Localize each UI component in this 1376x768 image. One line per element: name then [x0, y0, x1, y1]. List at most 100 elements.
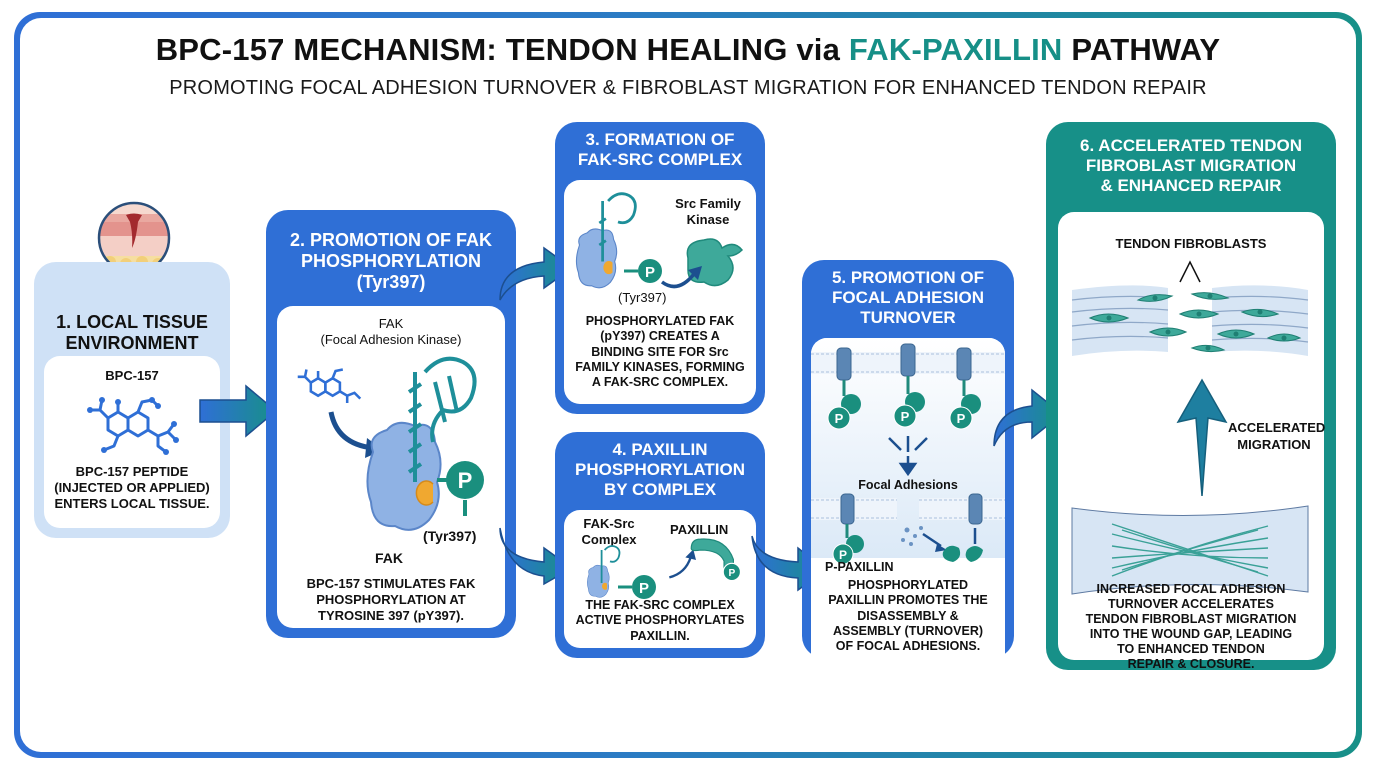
- p-paxillin-label: P-PAXILLIN: [825, 560, 894, 574]
- step-1-title: 1. LOCAL TISSUE ENVIRONMENT: [34, 312, 230, 354]
- desc-line: TYROSINE 397 (pY397).: [318, 607, 464, 623]
- step-1-title-line: 1. LOCAL TISSUE: [56, 312, 208, 332]
- desc-line: PAXILLIN PROMOTES THE: [828, 593, 988, 608]
- svg-text:P: P: [901, 409, 910, 424]
- step-3-title: 3. FORMATION OF FAK-SRC COMPLEX: [555, 130, 765, 170]
- step-4-body: FAK-Src Complex PAXILLIN P P THE F: [564, 510, 756, 648]
- fak-protein-label: FAK: [375, 550, 403, 566]
- step-1-body: BPC-157 BPC-157 PEPTIDE (INJECTED OR APP…: [44, 356, 220, 528]
- svg-text:P: P: [835, 411, 844, 426]
- step-5-title-line: FOCAL ADHESION: [831, 288, 985, 308]
- desc-line: ACTIVE PHOSPHORYLATES: [575, 613, 745, 628]
- desc-line: DISASSEMBLY &: [857, 608, 959, 623]
- step-5-title-line: 5. PROMOTION OF: [831, 268, 985, 287]
- step-5-title: 5. PROMOTION OF FOCAL ADHESION TURNOVER: [802, 268, 1014, 328]
- migration-label-line: ACCELERATED: [1228, 420, 1326, 435]
- step-5-title-line: TURNOVER: [860, 308, 956, 328]
- phosphate-icon: P: [437, 461, 484, 516]
- title-part-1: BPC-157 MECHANISM: TENDON HEALING via: [155, 32, 849, 67]
- fak-full-label: (Focal Adhesion Kinase): [320, 332, 462, 348]
- tendon-fibroblasts-label: TENDON FIBROBLASTS: [1115, 236, 1267, 251]
- paxillin-label: PAXILLIN: [670, 522, 729, 537]
- desc-line: (pY397) CREATES A: [600, 329, 720, 344]
- bpc157-label: BPC-157: [105, 368, 159, 383]
- step-4-title: 4. PAXILLIN PHOSPHORYLATION BY COMPLEX: [555, 440, 765, 500]
- arrow-step1-to-step2: [199, 384, 278, 438]
- step-2-description: BPC-157 STIMULATES FAK PHOSPHORYLATION A…: [277, 576, 505, 624]
- complex-label-line: FAK-Src: [583, 516, 635, 531]
- step-4-title-line: BY COMPLEX: [603, 480, 717, 500]
- step-2-title-line: (Tyr397): [356, 272, 426, 293]
- step-2-body: FAK (Focal Adhesion Kinase): [277, 306, 505, 628]
- up-arrow-icon: [1176, 378, 1228, 497]
- desc-line: TO ENHANCED TENDON: [1117, 642, 1265, 656]
- integrin-icon: [836, 343, 981, 414]
- src-kinase-icon: [686, 238, 744, 287]
- title-part-2: PATHWAY: [1062, 32, 1221, 67]
- phospho-transfer-arrow-icon: [669, 549, 696, 579]
- desc-line: BINDING SITE FOR Src: [591, 344, 729, 359]
- fak-src-complex-icon: [587, 545, 621, 598]
- fak-src-complex-label: FAK-Src Complex: [574, 516, 644, 547]
- desc-line: TENDON FIBROBLAST MIGRATION: [1085, 612, 1297, 626]
- step-6-description: INCREASED FOCAL ADHESION TURNOVER ACCELE…: [1058, 582, 1324, 672]
- tyr397-label: (Tyr397): [423, 528, 477, 544]
- tyr397-label: (Tyr397): [618, 290, 667, 305]
- page-title: BPC-157 MECHANISM: TENDON HEALING via FA…: [0, 32, 1376, 68]
- svg-text:P: P: [957, 411, 966, 426]
- desc-line: OF FOCAL ADHESIONS.: [835, 639, 981, 653]
- step-5-body: P P P P: [811, 338, 1005, 720]
- phosphate-icon: P: [618, 575, 656, 599]
- phosphate-label: P: [645, 264, 655, 281]
- accelerated-migration-label: ACCELERATED MIGRATION: [1228, 420, 1326, 454]
- desc-line: ENTERS LOCAL TISSUE.: [54, 495, 210, 511]
- step-6-title-line: & ENHANCED REPAIR: [1100, 176, 1282, 196]
- step-2-title-line: 2. PROMOTION OF FAK: [289, 230, 492, 250]
- step-2-panel: 2. PROMOTION OF FAK PHOSPHORYLATION (Tyr…: [266, 210, 516, 638]
- desc-line: BPC-157 STIMULATES FAK: [306, 576, 476, 591]
- desc-line: PHOSPHORYLATED: [847, 578, 969, 592]
- step-6-body: TENDON FIBROBLASTS: [1058, 212, 1326, 671]
- step-5-description: PHOSPHORYLATED PAXILLIN PROMOTES THE DIS…: [811, 578, 1005, 654]
- svg-text:P: P: [839, 548, 847, 562]
- step-4-title-line: 4. PAXILLIN: [612, 440, 708, 459]
- step-6-panel: 6. ACCELERATED TENDON FIBROBLAST MIGRATI…: [1046, 122, 1336, 671]
- peptide-molecule-icon: [297, 368, 362, 403]
- complex-label-line: Complex: [581, 531, 637, 547]
- step-4-panel: 4. PAXILLIN PHOSPHORYLATION BY COMPLEX F…: [555, 432, 765, 658]
- desc-line: REPAIR & CLOSURE.: [1127, 657, 1255, 671]
- step-4-title-line: PHOSPHORYLATION: [574, 460, 745, 480]
- collagen-fibers-icon: [1071, 505, 1309, 595]
- step-1-description: BPC-157 PEPTIDE (INJECTED OR APPLIED) EN…: [44, 464, 220, 512]
- step-6-title-line: 6. ACCELERATED TENDON: [1080, 136, 1302, 155]
- desc-line: ASSEMBLY (TURNOVER): [832, 623, 984, 638]
- desc-line: PAXILLIN.: [630, 628, 690, 643]
- focal-adhesions-label: Focal Adhesions: [858, 478, 958, 492]
- fak-name-label: FAK (Focal Adhesion Kinase): [277, 316, 505, 349]
- phosphate-icon: P: [624, 259, 662, 283]
- step-2-title: 2. PROMOTION OF FAK PHOSPHORYLATION (Tyr…: [266, 230, 516, 294]
- desc-line: FAMILY KINASES, FORMING: [575, 359, 745, 374]
- step-2-title-line: PHOSPHORYLATION: [300, 251, 481, 272]
- src-label-line: Src Family: [675, 196, 741, 211]
- phosphate-label: P: [639, 580, 649, 597]
- step-4-description: THE FAK-SRC COMPLEX ACTIVE PHOSPHORYLATE…: [564, 598, 756, 644]
- desc-line: PHOSPHORYLATED FAK: [585, 314, 735, 328]
- page-subtitle: PROMOTING FOCAL ADHESION TURNOVER & FIBR…: [169, 77, 1207, 99]
- step-6-title-line: FIBROBLAST MIGRATION: [1085, 156, 1297, 176]
- title-accent: FAK-PAXILLIN: [848, 32, 1063, 67]
- desc-line: PHOSPHORYLATION AT: [316, 591, 466, 607]
- step-3-panel: 3. FORMATION OF FAK-SRC COMPLEX P (Tyr39…: [555, 122, 765, 414]
- desc-line: (INJECTED OR APPLIED): [54, 479, 210, 495]
- step-5-panel: 5. PROMOTION OF FOCAL ADHESION TURNOVER …: [802, 260, 1014, 720]
- desc-line: THE FAK-SRC COMPLEX: [585, 598, 735, 612]
- fak-protein-icon: [575, 192, 637, 289]
- fak-protein-icon: [366, 356, 477, 531]
- phosphate-label: P: [458, 468, 473, 493]
- tendon-fibroblast-icon: [1071, 260, 1309, 356]
- fak-label: FAK: [378, 316, 404, 331]
- step-6-title: 6. ACCELERATED TENDON FIBROBLAST MIGRATI…: [1046, 136, 1336, 196]
- binding-arrow-icon: [660, 266, 702, 289]
- step-3-title-line: FAK-SRC COMPLEX: [577, 150, 743, 170]
- phosphate-label: P: [728, 568, 735, 579]
